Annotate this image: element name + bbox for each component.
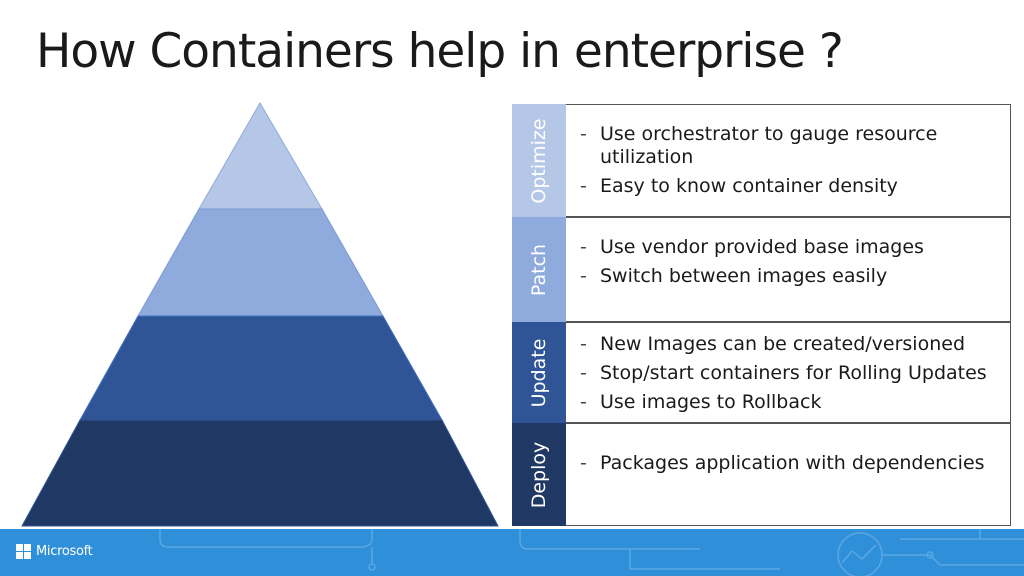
bullet-text: Stop/start containers for Rolling Update… [600, 362, 987, 384]
brand-name: Microsoft [36, 544, 93, 559]
bullet-text: Packages application with dependencies [600, 452, 985, 474]
bullet-text: Use vendor provided base images [600, 236, 924, 258]
stage-tab-label: Deploy [528, 441, 550, 508]
pyramid-level-deploy [21, 419, 499, 527]
bullet-item: -Use orchestrator to gauge resource util… [580, 123, 1000, 169]
stage-tab-patch: Patch [512, 217, 566, 322]
microsoft-logo-icon [16, 544, 31, 559]
stage-tab-deploy: Deploy [512, 423, 566, 526]
stage-tab-label: Patch [528, 243, 550, 296]
stage-tab-update: Update [512, 322, 566, 423]
pyramid-level-update [79, 315, 443, 421]
bullet-text: Easy to know container density [600, 175, 898, 197]
bullet-text: Use orchestrator to gauge resource utili… [600, 123, 938, 168]
microsoft-logo: Microsoft [16, 544, 93, 559]
bullet-dash: - [580, 123, 587, 145]
bullet-dash: - [580, 391, 587, 413]
bullet-dash: - [580, 333, 587, 355]
stage-box-patch: -Use vendor provided base images -Switch… [566, 217, 1011, 322]
bullet-dash: - [580, 362, 587, 384]
stage-tab-label: Optimize [528, 117, 550, 204]
bullet-dash: - [580, 236, 587, 258]
pyramid-level-optimize [198, 102, 323, 210]
pyramid-level-patch [137, 208, 384, 317]
stage-box-deploy: -Packages application with dependencies [566, 423, 1011, 526]
bullet-item: -Use images to Rollback [580, 391, 1000, 414]
stage-box-optimize: -Use orchestrator to gauge resource util… [566, 104, 1011, 217]
slide-title: How Containers help in enterprise ? [36, 24, 844, 79]
circuit-decoration [159, 529, 1024, 576]
bullet-item: -Switch between images easily [580, 265, 1000, 288]
bullet-dash: - [580, 175, 587, 197]
pyramid-diagram [21, 102, 499, 527]
stages-panel: Optimize -Use orchestrator to gauge reso… [512, 104, 1012, 526]
stage-row-deploy: Deploy -Packages application with depend… [512, 423, 1011, 526]
stage-tab-optimize: Optimize [512, 104, 566, 217]
bullet-text: New Images can be created/versioned [600, 333, 965, 355]
bullet-dash: - [580, 452, 587, 474]
bullet-item: -New Images can be created/versioned [580, 333, 1000, 356]
stage-box-update: -New Images can be created/versioned -St… [566, 322, 1011, 423]
stage-row-optimize: Optimize -Use orchestrator to gauge reso… [512, 104, 1011, 217]
bullet-text: Use images to Rollback [600, 391, 822, 413]
bullet-item: -Stop/start containers for Rolling Updat… [580, 362, 1000, 385]
stage-row-update: Update -New Images can be created/versio… [512, 322, 1011, 423]
bullet-item: -Packages application with dependencies [580, 452, 1000, 475]
stage-row-patch: Patch -Use vendor provided base images -… [512, 217, 1011, 322]
bullet-text: Switch between images easily [600, 265, 888, 287]
stage-tab-label: Update [528, 338, 550, 407]
footer-bar: Microsoft [0, 529, 1024, 576]
bullet-item: -Use vendor provided base images [580, 236, 1000, 259]
bullet-dash: - [580, 265, 587, 287]
bullet-item: -Easy to know container density [580, 175, 1000, 198]
